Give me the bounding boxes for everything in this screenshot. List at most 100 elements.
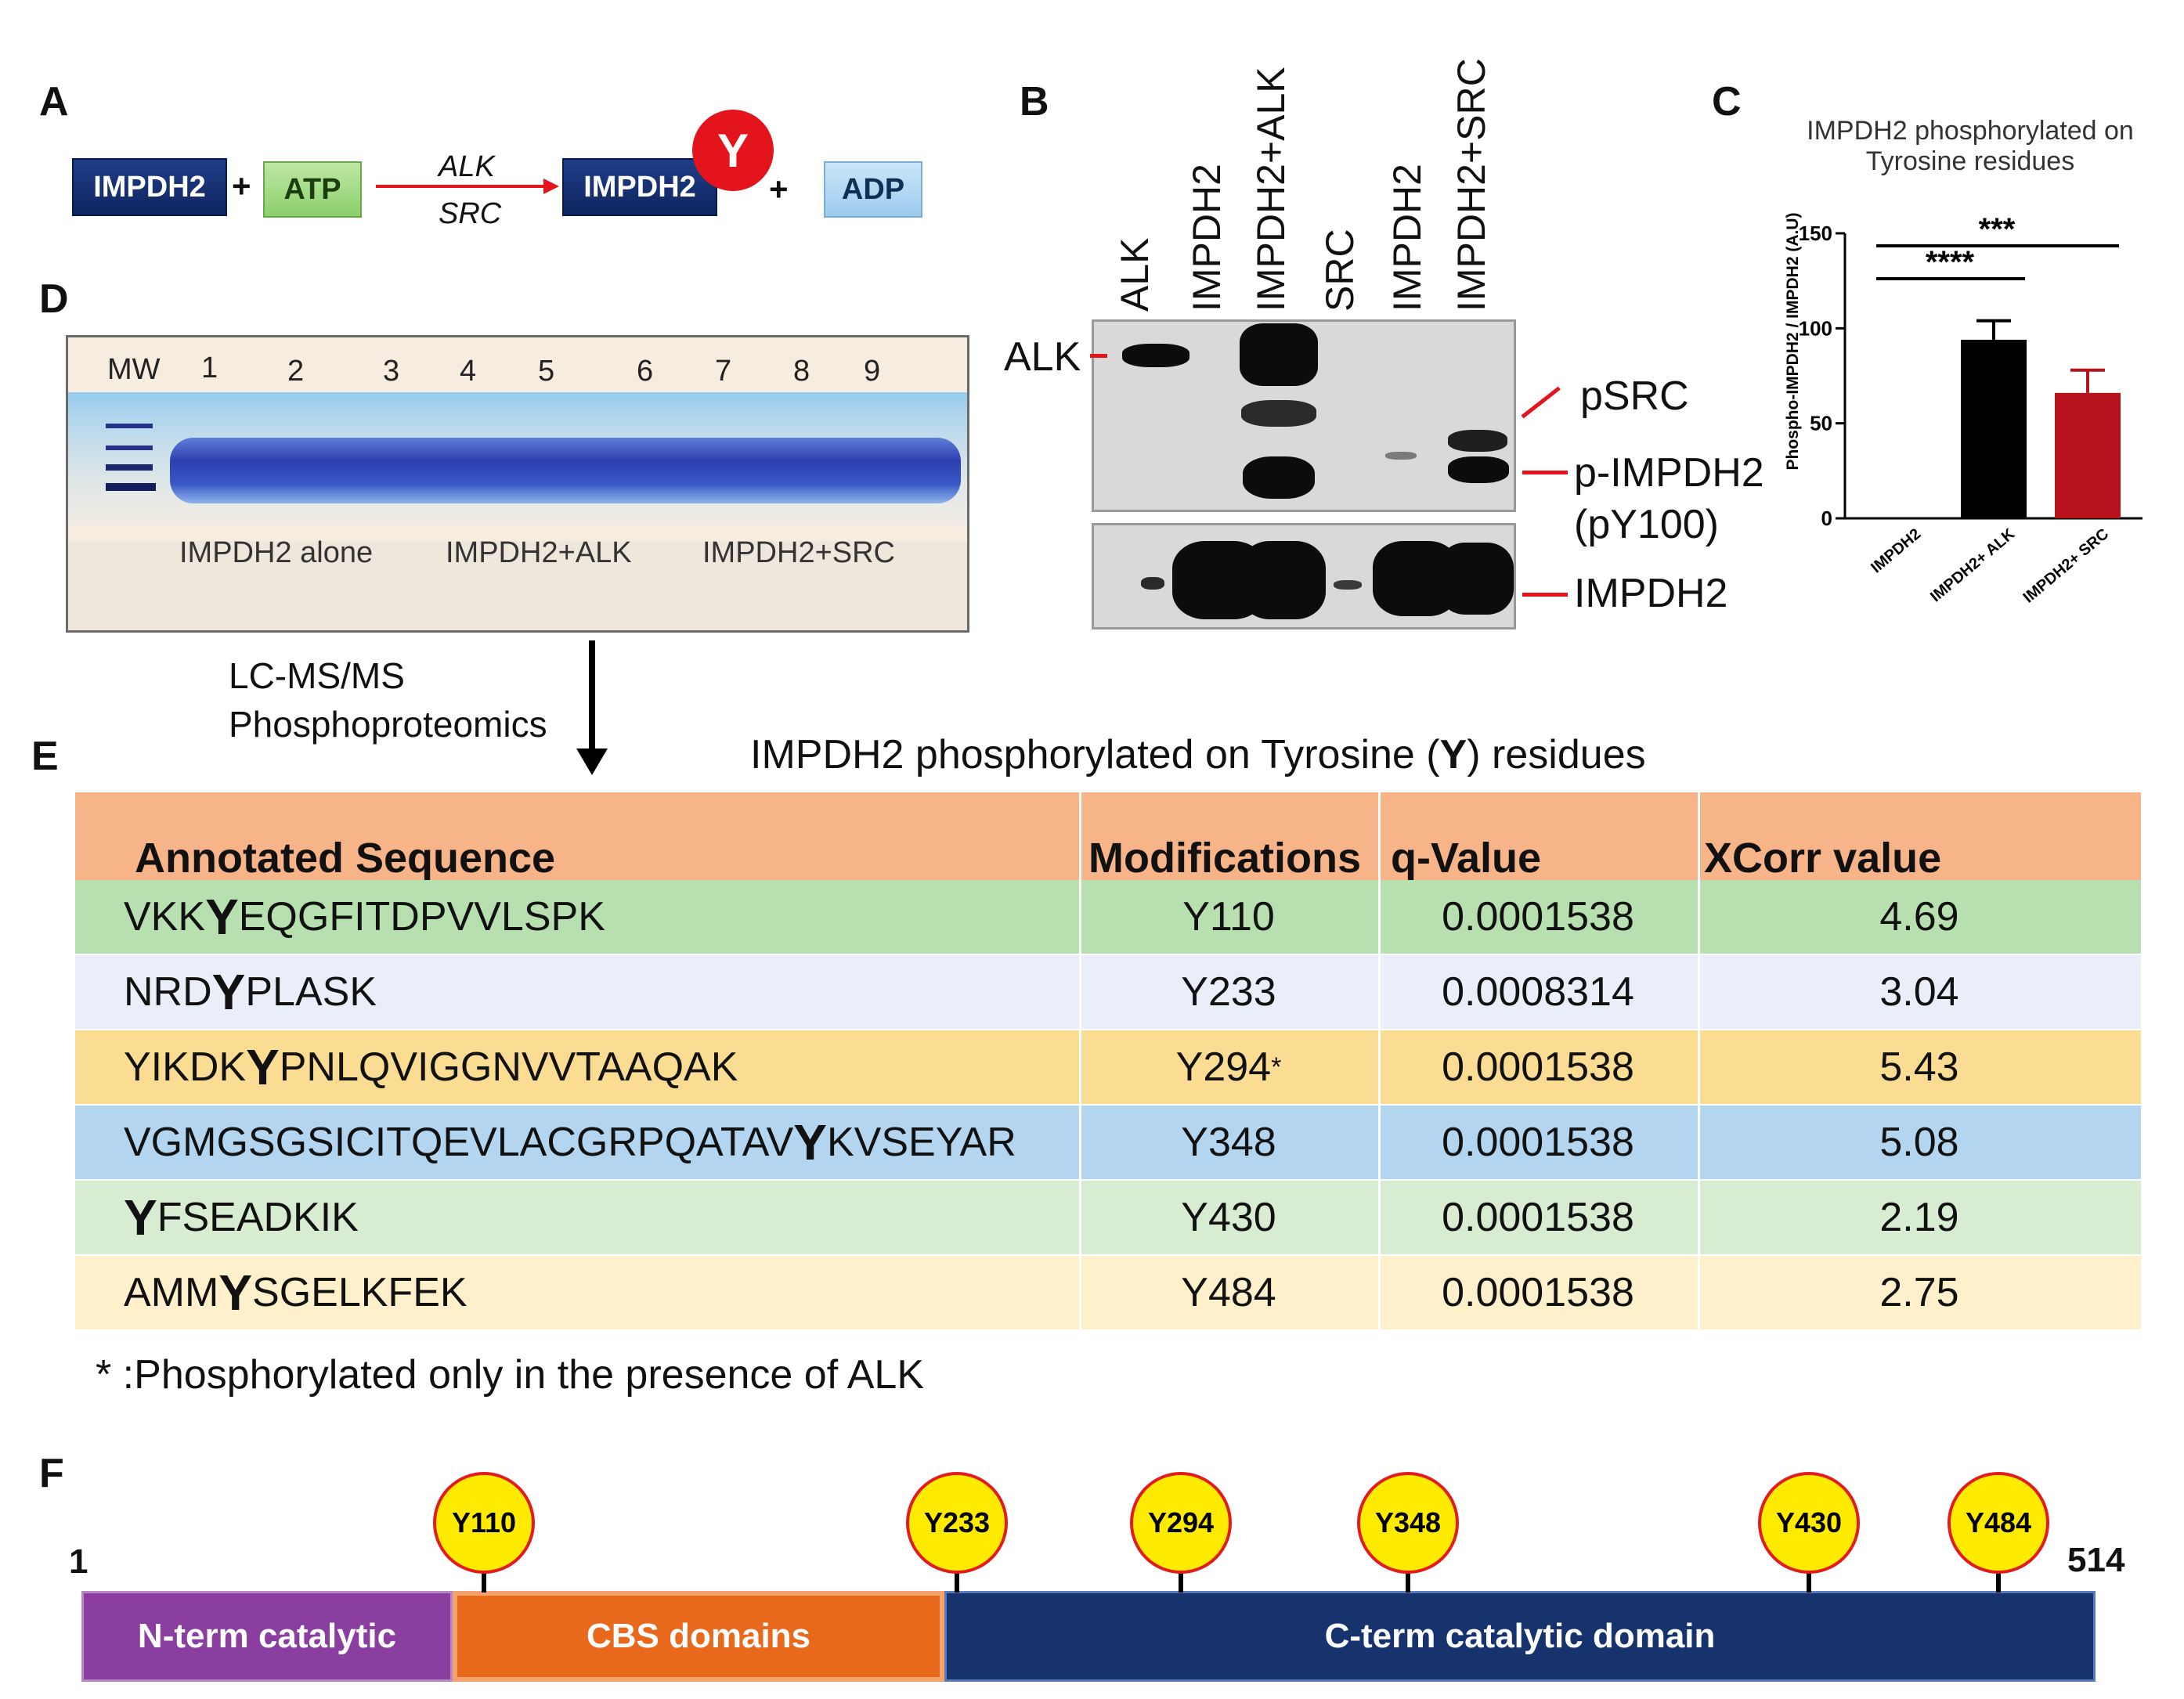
gel-lane-2: 2 [287, 355, 305, 388]
down-arrow-shaft [589, 640, 595, 755]
blot-lane-2: IMPDH2 [1185, 164, 1229, 312]
xcorr-cell: 5.08 [1879, 1120, 1959, 1165]
adp-box: ADP [824, 161, 922, 218]
phospho-site-marker: Y484 [1948, 1472, 2049, 1574]
phospho-site: Y [246, 1039, 280, 1095]
sequence-suffix: EQGFITDPVVLSPK [238, 894, 605, 940]
blot-bottom-membrane [1092, 523, 1516, 629]
atp-box: ATP [263, 161, 362, 218]
sequence-suffix: SGELKFEK [252, 1270, 467, 1315]
coomassie-gel: MW 1 2 3 4 5 6 7 8 9 IMPDH2 alone IMPDH2… [66, 335, 969, 633]
plus-sign-2: + [769, 171, 789, 207]
footnote-marker: * [1271, 1052, 1282, 1082]
qvalue-cell: 0.0008314 [1442, 969, 1634, 1015]
y-tick-label: 50 [1810, 412, 1832, 435]
phospho-site-marker: Y430 [1758, 1472, 1860, 1574]
band-pIMPDH2-lane6 [1448, 456, 1509, 483]
band-impdh2-lane6 [1439, 543, 1514, 615]
reaction-arrow [376, 185, 548, 188]
gel-lane-8: 8 [793, 355, 810, 388]
blot-label-pimpdh2: p-IMPDH2 [1574, 450, 1764, 496]
xcorr-cell: 5.43 [1879, 1044, 1959, 1090]
phospho-site-marker: Y348 [1357, 1472, 1459, 1574]
band-faint-lane5 [1385, 452, 1417, 460]
chart-y-axis-label: Phospho-IMPDH2 / IMPDH2 (A.U) [1784, 213, 1802, 471]
kinase-alk-label: ALK [439, 150, 495, 183]
panel-label-e: E [31, 734, 59, 779]
header-qvalue: q-Value [1391, 835, 1542, 882]
modification-cell: Y484 [1079, 1256, 1378, 1329]
bar [2055, 392, 2121, 518]
col-divider-3 [1698, 792, 1700, 1333]
domain-c-term: C-term catalytic domain [944, 1591, 2096, 1682]
y-tick-label: 0 [1821, 507, 1832, 530]
blot-lane-3: IMPDH2+ALK [1249, 67, 1293, 312]
method-label: LC-MS/MS Phosphoproteomics [229, 651, 547, 748]
sequence-suffix: PNLQVIGGNVVTAAQAK [279, 1044, 738, 1090]
modification-value: Y294 [1175, 1044, 1272, 1090]
header-xcorr: XCorr value [1704, 835, 1942, 882]
sequence-prefix: YIKDK [124, 1044, 247, 1090]
blot-lane-6: IMPDH2+SRC [1449, 58, 1493, 312]
method-line-1: LC-MS/MS [229, 655, 405, 696]
y-tick-label: 150 [1799, 222, 1832, 245]
blot-label-impdh2: IMPDH2 [1574, 571, 1728, 616]
sequence-suffix: KVSEYAR [826, 1120, 1016, 1165]
phospho-tyrosine-icon: Y [692, 110, 774, 191]
gel-lane-6: 6 [637, 355, 654, 388]
qvalue-cell: 0.0001538 [1442, 894, 1634, 940]
plus-sign: + [232, 168, 251, 204]
xcorr-cell: 2.75 [1879, 1270, 1959, 1315]
blot-lane-4: SRC [1318, 229, 1362, 312]
table-header-row: Annotated Sequence Modifications q-Value… [75, 792, 2141, 882]
phospho-site: Y [793, 1114, 827, 1171]
blot-label-psrc: pSRC [1580, 373, 1689, 419]
table-title-end: ) residues [1467, 732, 1646, 777]
table-footnote: * :Phosphorylated only in the presence o… [96, 1352, 925, 1398]
table-title-start: IMPDH2 phosphorylated on Tyrosine ( [750, 732, 1440, 777]
x-tick-label: IMPDH2+ ALK [1927, 525, 2019, 606]
qvalue-cell: 0.0001538 [1442, 1044, 1634, 1090]
sequence-suffix: FSEADKIK [157, 1195, 359, 1240]
xcorr-cell: 4.69 [1879, 894, 1959, 940]
qvalue-cell: 0.0001538 [1442, 1270, 1634, 1315]
modification-cell: Y348 [1079, 1106, 1378, 1179]
gel-lane-9: 9 [864, 355, 881, 388]
panel-label-f: F [39, 1451, 64, 1496]
panel-label-a: A [39, 79, 69, 124]
blot-label-alk: ALK [1004, 334, 1081, 380]
gel-condition-3: IMPDH2+SRC [702, 536, 895, 569]
xcorr-cell: 3.04 [1879, 969, 1959, 1015]
phospho-site-marker: Y233 [906, 1472, 1008, 1574]
qvalue-cell: 0.0001538 [1442, 1195, 1634, 1240]
blot-label-py100: (pY100) [1574, 502, 1719, 547]
modification-value: Y348 [1181, 1120, 1276, 1165]
band-alk [1122, 344, 1189, 367]
sequence-prefix: AMM [124, 1270, 219, 1315]
x-tick-label: IMPDH2+ SRC [2020, 525, 2113, 607]
table-title-y: Y [1439, 732, 1467, 777]
sequence-start: 1 [69, 1542, 88, 1581]
marker-alk [1090, 354, 1107, 358]
gel-lane-1: 1 [201, 352, 218, 384]
modification-cell: Y110 [1079, 880, 1378, 954]
header-modifications: Modifications [1088, 835, 1361, 882]
blot-top-membrane [1092, 319, 1516, 512]
significance-label: **** [1926, 245, 1975, 280]
x-tick-label: IMPDH2 [1868, 525, 1924, 576]
arrow-head-icon [543, 179, 559, 194]
significance-label: *** [1979, 212, 2016, 247]
modification-value: Y430 [1181, 1195, 1276, 1240]
modification-cell: Y430 [1079, 1181, 1378, 1254]
phospho-site: Y [218, 1264, 253, 1321]
modification-cell: Y294* [1079, 1030, 1378, 1104]
phospho-site: Y [124, 1189, 157, 1246]
chart-title: IMPDH2 phosphorylated on Tyrosine residu… [1807, 116, 2134, 176]
